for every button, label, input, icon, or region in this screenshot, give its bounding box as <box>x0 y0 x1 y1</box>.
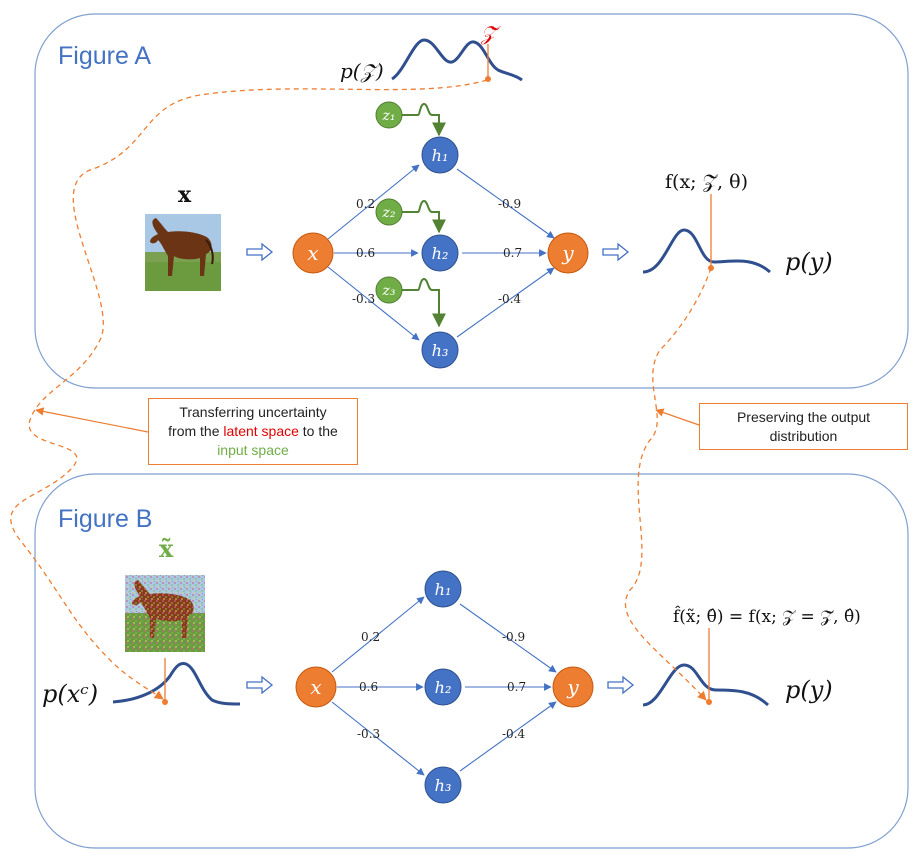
transfer-path-left <box>10 79 488 700</box>
network-a-edges <box>327 164 555 341</box>
node-z3-label: z₃ <box>382 283 396 299</box>
edge-h3-y <box>456 267 555 338</box>
weight-x-h3-b: -0.3 <box>357 727 380 741</box>
arrow-right-icon <box>602 242 630 262</box>
node-h2-a-label: h₂ <box>432 244 449 263</box>
node-z1 <box>375 101 403 129</box>
node-x-a <box>292 232 334 274</box>
py-curve-b <box>642 663 770 707</box>
edge-h1-y <box>456 168 555 239</box>
callout-right-line1: Preserving the output <box>736 409 871 425</box>
arrow-right-icon <box>607 675 635 695</box>
figure-b-panel <box>34 473 909 849</box>
figure-a-title: Figure A <box>58 42 151 70</box>
node-h1-a <box>421 136 459 174</box>
pxc-label: p(xᶜ) <box>42 680 98 708</box>
node-z1-label: z₁ <box>382 108 396 124</box>
input-x-label: x <box>178 182 192 208</box>
weight-h2-y-b: 0.7 <box>507 680 526 694</box>
node-h3-b-label: h₃ <box>435 776 452 795</box>
weight-h1-y: -0.9 <box>498 197 521 211</box>
callout-preserve-output: Preserving the output distribution <box>699 403 908 450</box>
figure-b-title: Figure B <box>58 505 152 533</box>
weight-h3-y: -0.4 <box>498 292 522 306</box>
node-h3-a-label: h₃ <box>432 341 449 360</box>
z-tilde-point <box>485 76 491 82</box>
weight-x-h3: -0.3 <box>352 292 375 306</box>
callout-right-pointer <box>655 408 700 426</box>
edge-h1-y-b <box>459 603 557 673</box>
edge-x-h1 <box>327 164 420 240</box>
node-h2-b <box>424 668 462 706</box>
callout-left-line1: Transferring uncertainty <box>179 404 327 420</box>
py-curve-a <box>642 228 771 274</box>
callout-right-line2: distribution <box>769 428 838 444</box>
arrow-right-icon <box>246 242 274 262</box>
node-h2-a <box>421 234 459 272</box>
pxc-curve <box>112 662 241 706</box>
arrow-right-icon <box>246 675 274 695</box>
py-b-point <box>706 699 712 705</box>
node-y-a-label: y <box>561 241 574 265</box>
pz-curve <box>391 38 523 82</box>
weight-x-h2: 0.6 <box>356 246 375 260</box>
node-h1-a-label: h₁ <box>432 146 449 165</box>
py-b-label: p(y) <box>785 676 833 704</box>
node-h3-b <box>424 766 462 804</box>
py-a-label: p(y) <box>785 248 833 276</box>
node-y-a <box>547 232 589 274</box>
horse-image-icon <box>145 214 221 291</box>
node-y-b-label: y <box>566 675 579 699</box>
callout-left-line3: input space <box>217 442 289 458</box>
z-tilde-label: 𝒵̃ <box>480 21 501 45</box>
node-h2-b-label: h₂ <box>435 678 452 697</box>
figure-a-panel <box>34 13 909 389</box>
callout-transfer-uncertainty: Transferring uncertainty from the latent… <box>148 398 358 465</box>
node-z2-label: z₂ <box>382 205 396 221</box>
pz-label: p(𝒵) <box>340 59 384 83</box>
callout-left-line2c: to the <box>298 423 338 439</box>
node-y-b <box>552 666 594 708</box>
node-h1-b-label: h₁ <box>435 580 452 599</box>
pxc-point <box>162 699 168 705</box>
network-b-edges <box>331 596 557 776</box>
callout-left-pointer <box>35 407 149 433</box>
node-x-a-label: x <box>307 241 318 265</box>
noisy-horse-image-icon <box>125 575 205 652</box>
callout-left-line2a: from the <box>168 423 224 439</box>
node-x-b-label: x <box>310 675 321 699</box>
weight-h3-y-b: -0.4 <box>502 727 526 741</box>
edge-x-h3 <box>327 266 420 341</box>
node-x-b <box>295 666 337 708</box>
weight-x-h1: 0.2 <box>356 197 375 211</box>
node-h3-a <box>421 331 459 369</box>
weight-x-h1-b: 0.2 <box>361 630 380 644</box>
node-h1-b <box>424 570 462 608</box>
transfer-path-right <box>624 267 712 701</box>
weight-h2-y: 0.7 <box>503 246 522 260</box>
output-fhat-label: f̂(x̃; θ̂) = f(x; 𝒵 = 𝒵̃, θ̂) <box>673 606 861 627</box>
edge-x-h1-b <box>331 596 425 673</box>
z-noise-edges <box>402 102 446 328</box>
x-tilde-label: x̃ <box>159 534 174 563</box>
weight-x-h2-b: 0.6 <box>359 680 378 694</box>
output-f-label: f(x; 𝒵̃, θ) <box>665 171 748 193</box>
node-z3 <box>375 276 403 304</box>
node-z2 <box>375 198 403 226</box>
weight-h1-y-b: -0.9 <box>502 630 525 644</box>
callout-left-line2b: latent space <box>223 423 299 439</box>
edge-x-h3-b <box>331 701 425 776</box>
edge-h3-y-b <box>459 701 557 772</box>
